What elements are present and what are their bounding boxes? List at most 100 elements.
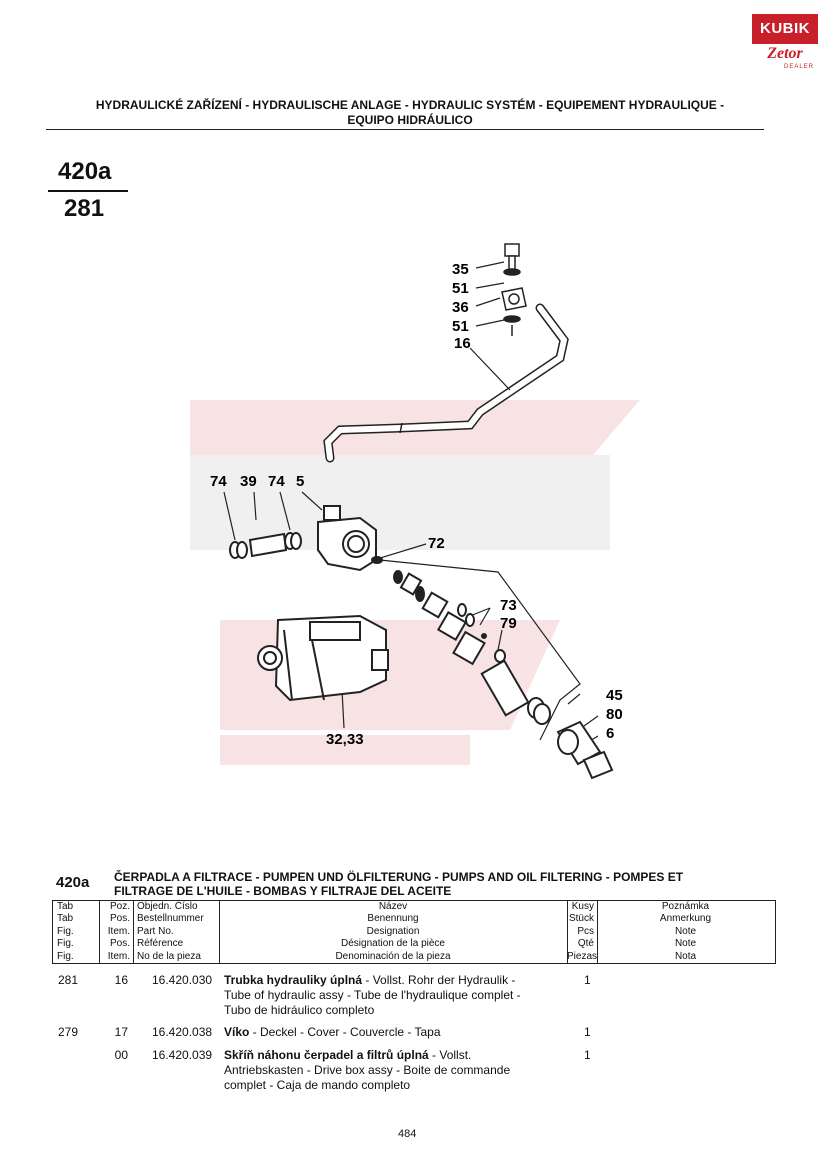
callout-32-33: 32,33 (326, 731, 364, 748)
row-part-no: 16.420.039 (152, 1048, 213, 1062)
header-nazev-cs: Název (378, 901, 408, 912)
header-kusy-es: Piezas (567, 950, 598, 962)
table-row: 279 17 16.420.038 Víko - Deckel - Cover … (52, 1025, 774, 1043)
header-nazev-en: Designation (366, 925, 420, 937)
callout-35: 35 (452, 261, 469, 278)
callout-73: 73 (500, 597, 517, 614)
callout-39: 39 (240, 473, 257, 490)
header-tab-fr: Fig. (57, 938, 74, 950)
header-obj-fr: Référence (137, 938, 184, 950)
callout-51-bottom: 51 (452, 318, 469, 335)
o-ring-and-sleeve (229, 532, 302, 559)
header-line-1: HYDRAULICKÉ ZAŘÍZENÍ - HYDRAULISCHE ANLA… (95, 98, 725, 112)
callout-80: 80 (606, 706, 623, 723)
header-designation: Název Benennung Designation Désignation … (219, 901, 568, 963)
row-desc-line-3: Tubo de hidráulico completo (224, 1003, 375, 1017)
row-poz: 00 (114, 1048, 128, 1062)
row-description: Víko - Deckel - Cover - Couvercle - Tapa (224, 1025, 564, 1040)
filter-assembly (393, 570, 551, 725)
callout-6: 6 (606, 725, 614, 742)
header-tab-es: Fig. (57, 950, 74, 962)
header-nazev-fr: Désignation de la pièce (341, 938, 445, 950)
header-pozn-fr: Note (674, 938, 697, 950)
row-part-no: 16.420.038 (152, 1025, 213, 1039)
callout-leader-lines (223, 261, 599, 743)
callout-72: 72 (428, 535, 445, 552)
header-line-2: EQUIPO HIDRÁULICO (347, 113, 473, 127)
header-part-no: Objedn. Číslo Bestellnummer Part No. Réf… (133, 901, 220, 963)
figure-number: 420a (58, 158, 112, 185)
row-part-no: 16.420.030 (152, 973, 213, 987)
row-name-bold: Skříň náhonu čerpadel a filtrů úplná (224, 1048, 429, 1062)
header-nazev-de: Benennung (367, 913, 419, 925)
header-qty: Kusy Stück Pcs Qté Piezas (567, 901, 598, 963)
figure-divider (48, 190, 128, 192)
header-note: Poznámka Anmerkung Note Note Nota (597, 901, 774, 963)
table-title-line-1: ČERPADLA A FILTRACE - PUMPEN UND ÖLFILTE… (114, 870, 684, 884)
page-number: 484 (398, 1128, 417, 1140)
callout-16: 16 (454, 335, 471, 352)
callout-45: 45 (606, 687, 623, 704)
callout-5: 5 (296, 473, 304, 490)
header-pozn-es: Nota (674, 950, 697, 962)
row-desc-line-2: Antriebskasten - Drive box assy - Boite … (224, 1063, 511, 1077)
hydraulic-tube (323, 303, 569, 463)
callout-74-right: 74 (268, 473, 285, 490)
header-poz-de: Pos. (109, 913, 130, 925)
logo-zetor-text: Zetor (767, 45, 803, 62)
header-pozn-cs: Poznámka (661, 901, 710, 912)
banjo-bolt (501, 243, 527, 336)
header-kusy-cs: Kusy (571, 901, 594, 912)
table-row: 00 16.420.039 Skříň náhonu čerpadel a fi… (52, 1048, 774, 1096)
header-kusy-de: Stück (568, 913, 594, 925)
header-poz-en: Item. (107, 925, 130, 937)
row-tab: 281 (58, 973, 79, 987)
row-description: Skříň náhonu čerpadel a filtrů úplná - V… (224, 1048, 564, 1093)
table-title: ČERPADLA A FILTRACE - PUMPEN UND ÖLFILTE… (114, 870, 754, 898)
row-poz: 17 (114, 1025, 128, 1039)
row-name-bold: Víko (224, 1025, 250, 1039)
kubik-zetor-logo: KUBIK Zetor DEALER (752, 14, 818, 72)
table-number: 420a (56, 874, 90, 891)
callout-79: 79 (500, 615, 517, 632)
header-kusy-en: Pcs (577, 925, 594, 937)
seal-ring (371, 556, 383, 564)
callout-36: 36 (452, 299, 469, 316)
callout-74-left: 74 (210, 473, 227, 490)
row-qty: 1 (584, 1048, 591, 1062)
header-pozn-de: Anmerkung (659, 913, 712, 925)
header-obj-en: Part No. (137, 925, 174, 937)
row-desc-line-2: Tube of hydraulic assy - Tube de l'hydra… (224, 988, 521, 1002)
header-tab: Tab Tab Fig. Fig. Fig. (53, 901, 100, 963)
table-title-line-2: FILTRAGE DE L'HUILE - BOMBAS Y FILTRAJE … (114, 884, 452, 898)
figure-subnumber: 281 (64, 195, 105, 222)
row-qty: 1 (584, 973, 591, 987)
header-poz-fr: Pos. (109, 938, 130, 950)
header-obj-cs: Objedn. Číslo (137, 901, 198, 912)
header-poz: Poz. Pos. Item. Pos. Item. (99, 901, 134, 963)
row-qty: 1 (584, 1025, 591, 1039)
header-tab-cs: Tab (57, 901, 74, 912)
hydraulic-pump (257, 614, 389, 702)
header-obj-de: Bestellnummer (137, 913, 204, 925)
row-desc-line-3: complet - Caja de mando completo (224, 1078, 411, 1092)
header-obj-es: No de la pieza (137, 950, 201, 962)
row-name-bold: Trubka hydrauliky úplná (224, 973, 363, 987)
row-tab: 279 (58, 1025, 79, 1039)
valve-housing (317, 505, 377, 572)
header-nazev-es: Denominación de la pieza (335, 950, 451, 962)
exploded-parts-diagram: 35 51 36 51 16 74 39 74 5 72 73 79 45 80… (190, 243, 640, 780)
table-header: Tab Tab Fig. Fig. Fig. Poz. Pos. Item. P… (52, 900, 776, 964)
header-poz-cs: Poz. (109, 901, 130, 912)
row-name-rest: - Vollst. Rohr der Hydraulik - (362, 973, 516, 987)
header-tab-en: Fig. (57, 925, 74, 937)
row-name-rest: - Vollst. (428, 1048, 472, 1062)
callout-51-top: 51 (452, 280, 469, 297)
row-name-rest: - Deckel - Cover - Couvercle - Tapa (249, 1025, 441, 1039)
section-header: HYDRAULICKÉ ZAŘÍZENÍ - HYDRAULISCHE ANLA… (60, 98, 760, 128)
header-pozn-en: Note (674, 925, 697, 937)
logo-kubik-text: KUBIK (752, 14, 818, 44)
table-row: 281 16 16.420.030 Trubka hydrauliky úpln… (52, 973, 774, 1021)
plug (556, 720, 614, 780)
header-kusy-fr: Qté (577, 938, 594, 950)
